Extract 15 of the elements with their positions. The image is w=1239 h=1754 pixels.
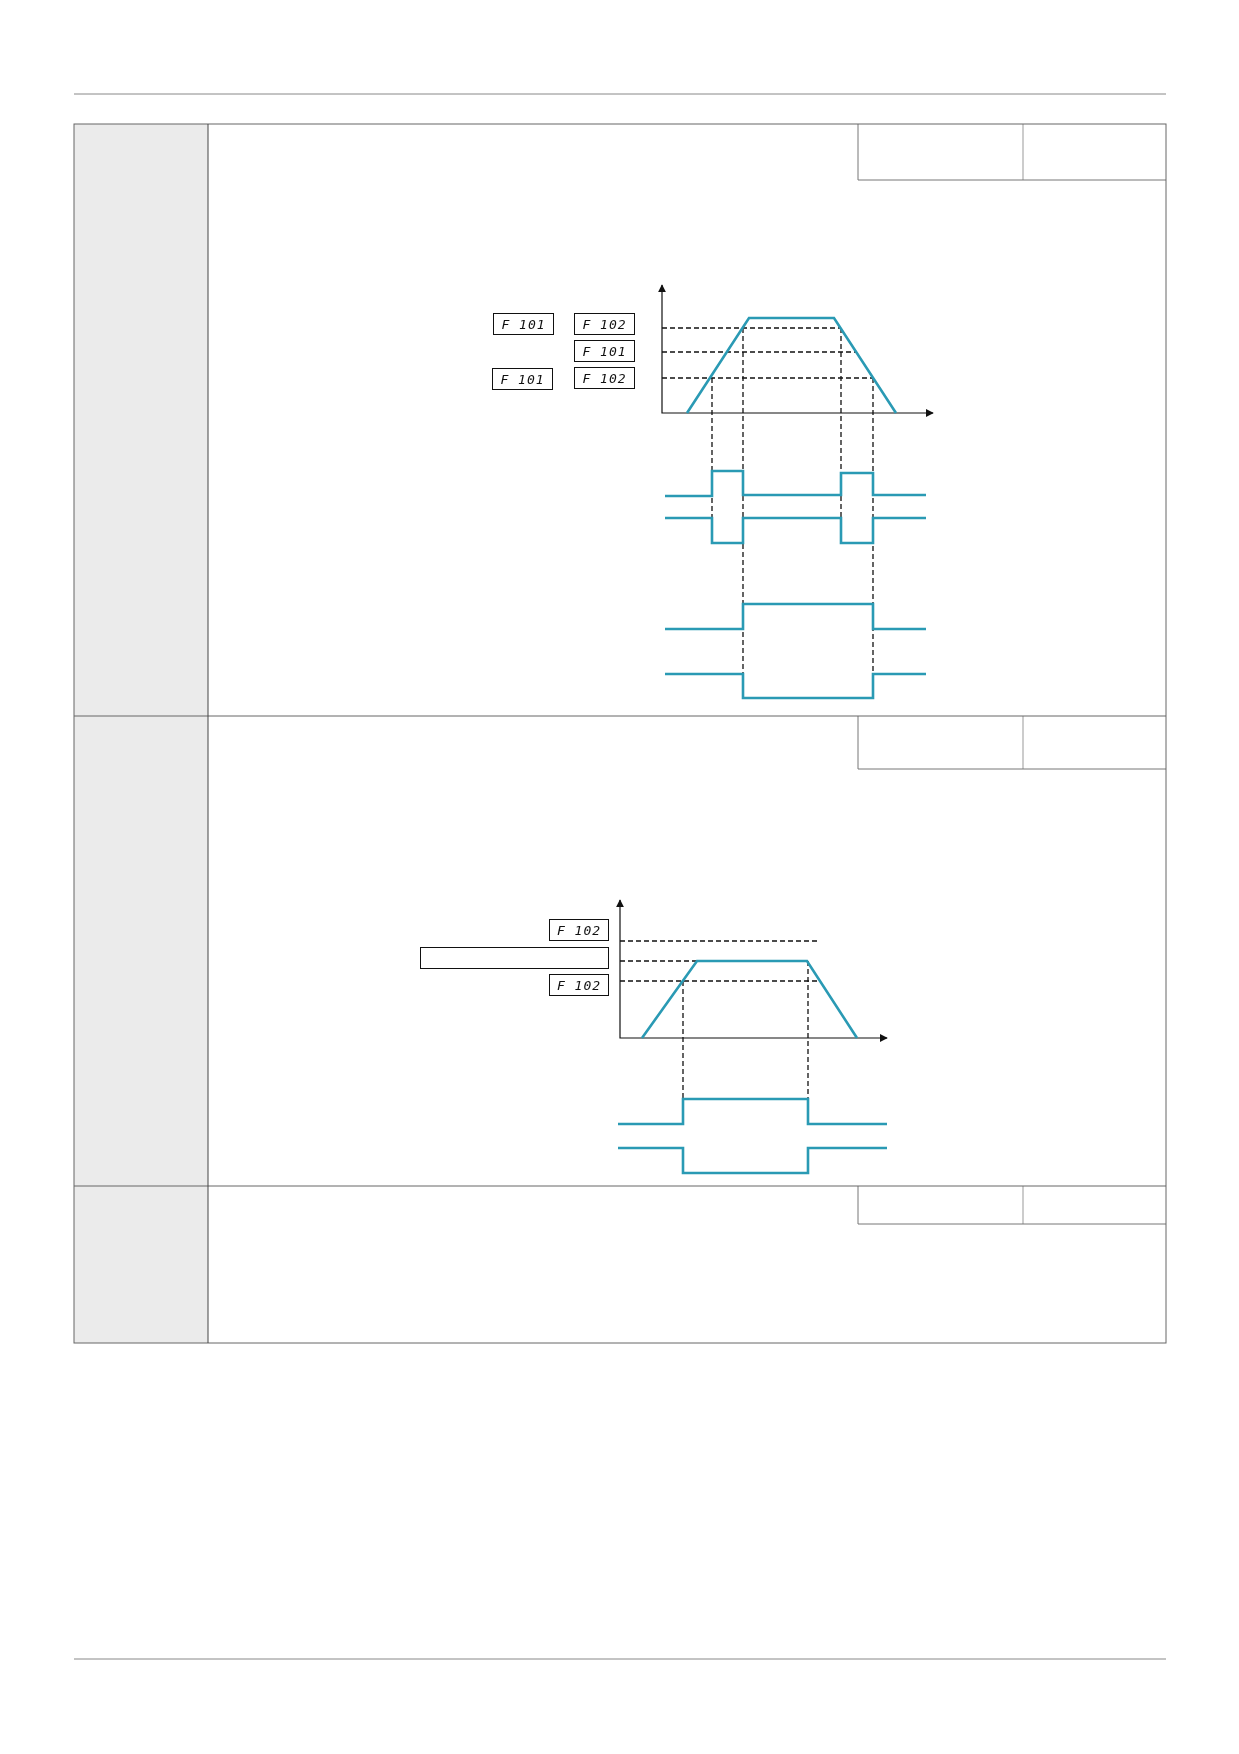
display-box <box>493 313 554 335</box>
display-box <box>574 367 635 389</box>
display-box <box>492 368 553 390</box>
display-code: F 102 <box>556 922 602 938</box>
empty-box <box>420 947 609 969</box>
display-code: F 101 <box>582 343 627 359</box>
display-code: F 102 <box>556 977 602 993</box>
display-box <box>549 974 609 996</box>
display-box <box>574 313 635 335</box>
display-code: F 101 <box>501 316 546 332</box>
display-box <box>549 919 609 941</box>
display-code: F 102 <box>582 316 627 332</box>
display-code: F 102 <box>582 370 627 386</box>
display-code: F 101 <box>500 371 545 387</box>
display-box <box>574 340 635 362</box>
